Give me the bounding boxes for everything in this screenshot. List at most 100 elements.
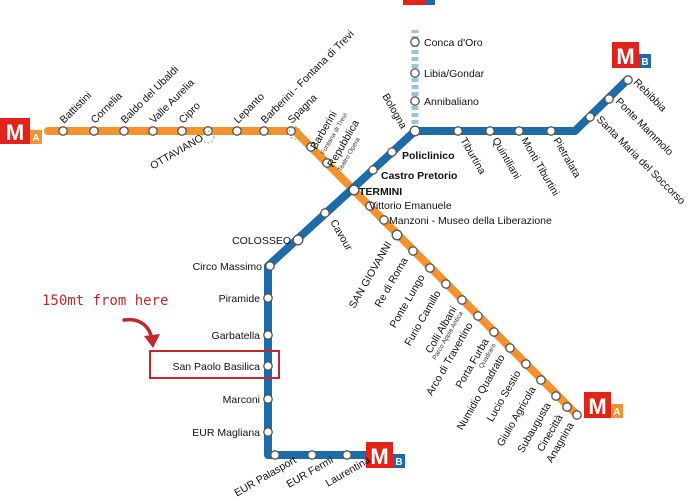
metro-m-letter: M [616,44,634,69]
line-b-letter: B [395,457,402,468]
metro-logo-a-anagnina: M A [584,392,623,419]
station-ottaviano[interactable] [203,126,213,136]
annotation-text: 150mt from here [42,293,168,309]
station-manzoni[interactable] [379,215,389,225]
station-quintiliani[interactable] [485,126,495,136]
station-cinecitta[interactable] [562,402,572,412]
station-bologna[interactable] [409,125,421,137]
label-marconi: Marconi [223,394,260,406]
station-cavour[interactable] [320,208,330,218]
station-piramide[interactable] [263,293,273,303]
station-cipro[interactable] [177,126,187,136]
annotation: 150mt from here [42,293,168,348]
line-a-letter: A [32,133,39,144]
label-rebibbia: Rebibbia [631,77,669,115]
label-piramide: Piramide [219,293,261,305]
station-subaugusta[interactable] [551,391,561,401]
station-lepanto[interactable] [232,126,242,136]
label-conca-doro: Conca d'Oro [424,37,483,49]
station-spagna[interactable] [286,126,296,136]
label-ottaviano: OTTAVIANO [148,132,205,172]
station-marconi[interactable] [263,394,273,404]
station-giulio-agricola[interactable] [536,375,546,385]
station-san-giovanni[interactable] [391,229,403,241]
station-battistini[interactable] [58,126,68,136]
label-battistini: Battistini [58,90,95,127]
station-policlinico[interactable] [387,147,397,157]
label-pietralata: Pietralata [550,136,583,181]
label-cipro: Cipro [177,100,203,126]
station-ponte-lungo[interactable] [425,263,435,273]
label-bologna: Bologna [379,92,409,132]
metro-m-letter: M [370,444,388,469]
station-libia[interactable] [410,68,420,78]
station-eur-fermi[interactable] [307,450,317,460]
label-circo-massimo: Circo Massimo [193,261,263,273]
station-pietralata[interactable] [546,126,556,136]
station-ponte-mammolo[interactable] [604,94,614,104]
station-colli-albani[interactable] [457,295,467,305]
station-baldo[interactable] [119,126,129,136]
station-santa-maria[interactable] [585,112,595,122]
station-palasport[interactable] [270,450,280,460]
station-vittorio[interactable] [365,201,375,211]
label-annibaliano: Annibaliano [424,96,479,108]
station-porta-furba[interactable] [489,327,499,337]
label-policlinico: Policlinico [402,150,455,162]
station-laurentina[interactable] [342,450,352,460]
station-circo-massimo[interactable] [265,261,275,271]
station-eur-magliana[interactable] [263,427,273,437]
station-annibaliano[interactable] [410,96,420,106]
arrow-head-icon [144,334,160,348]
metro-m-letter: M [6,120,24,145]
label-tiburtina: Tiburtina [457,136,488,177]
station-cornelia[interactable] [89,126,99,136]
metro-logo-b-rebibbia: M B [612,42,651,69]
label-san-paolo: San Paolo Basilica [172,361,260,373]
interchange-marks [201,126,302,144]
metro-logo-a-west: M A [0,118,42,145]
station-labels: Battistini Cornelia Baldo del Ubaldi Val… [58,28,688,499]
station-arco[interactable] [473,311,483,321]
metro-logo-top [403,0,435,5]
label-castro-pretorio: Castro Pretorio [381,170,457,182]
label-garbatella: Garbatella [212,330,261,342]
station-anagnina[interactable] [572,410,582,420]
station-valle-aurelia[interactable] [148,126,158,136]
station-barberini-fontana[interactable] [259,126,269,136]
label-cornelia: Cornelia [89,90,125,126]
label-quintiliani: Quintiliani [489,136,522,182]
label-vittorio: Vittorio Emanuele [369,200,452,212]
san-paolo-highlight: San Paolo Basilica [149,350,280,379]
label-manzoni: Manzoni - Museo della Liberazione [389,215,552,227]
station-colosseo[interactable] [292,234,304,246]
station-numidio[interactable] [505,343,515,353]
station-furio-camillo[interactable] [441,279,451,289]
station-garbatella[interactable] [263,330,273,340]
station-castro-pretorio[interactable] [368,165,378,175]
interchange-ottaviano [201,130,215,144]
station-barberini[interactable] [306,142,316,152]
label-termini: TERMINI [359,186,402,198]
highlight-box [149,350,280,379]
label-colosseo: COLOSSEO [232,235,291,247]
station-markers [58,37,633,460]
metro-logo-b-laurentina: M B [366,442,405,469]
station-termini[interactable] [348,184,360,196]
station-rebibbia[interactable] [623,75,633,85]
label-libia: Libia/Gondar [424,68,485,80]
station-san-paolo[interactable] [263,361,273,371]
station-lucio-sestio[interactable] [521,359,531,369]
interchange-spagna [288,126,302,140]
station-tiburtina[interactable] [453,126,463,136]
station-re-di-roma[interactable] [408,246,418,256]
station-monti-tiburtini[interactable] [514,126,524,136]
line-b-letter: B [641,57,648,68]
line-a-letter: A [613,407,620,418]
label-eur-magliana: EUR Magliana [192,427,260,439]
station-conca-doro[interactable] [410,37,420,47]
metro-m-letter: M [588,394,606,419]
station-repubblica[interactable] [322,158,332,168]
label-cavour: Cavour [327,218,355,254]
